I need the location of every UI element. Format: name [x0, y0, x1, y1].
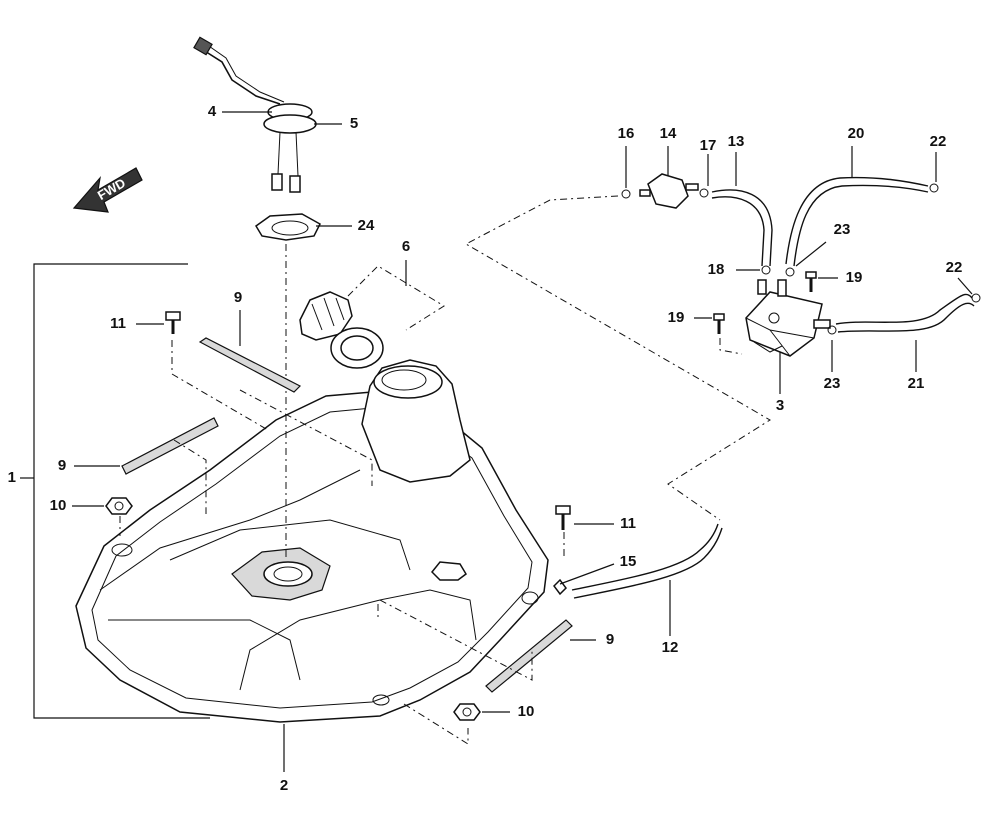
callout-18: 18	[708, 261, 725, 278]
callout-6: 6	[402, 238, 410, 255]
callout-23b: 23	[824, 375, 841, 392]
callout-1: 1	[8, 469, 16, 486]
callout-11b: 11	[620, 515, 636, 532]
callout-13: 13	[728, 133, 745, 150]
callout-9a: 9	[234, 289, 242, 306]
assembly-bracket	[20, 263, 210, 719]
fuel-tank-body	[75, 359, 549, 723]
fwd-arrow-icon: FWD	[72, 167, 143, 213]
callout-labels: 1 2 3 4 5 6 9 9 9 10 10 11 11 12 13 14 1…	[8, 103, 963, 794]
callout-9c: 9	[606, 631, 614, 648]
callout-19a: 19	[668, 309, 685, 326]
callout-15: 15	[620, 553, 637, 570]
callout-24: 24	[358, 217, 375, 234]
callout-12: 12	[662, 639, 679, 656]
fuel-filter-and-hoses	[621, 173, 981, 335]
callout-19b: 19	[846, 269, 863, 286]
fuel-pump	[745, 279, 831, 357]
callout-9b: 9	[58, 457, 66, 474]
callout-2: 2	[280, 777, 288, 794]
fuel-level-sender	[193, 36, 317, 193]
callout-21: 21	[908, 375, 925, 392]
callout-11a: 11	[110, 315, 126, 332]
callout-22b: 22	[946, 259, 963, 276]
callout-4: 4	[208, 103, 217, 120]
breather-hose	[553, 523, 723, 599]
callout-10b: 10	[518, 703, 535, 720]
callout-3: 3	[776, 397, 784, 414]
foam-pads	[121, 337, 573, 693]
bolts-and-nuts	[105, 311, 571, 721]
callout-20: 20	[848, 125, 865, 142]
sender-gasket	[255, 213, 321, 241]
callout-16: 16	[618, 125, 635, 142]
callout-14: 14	[660, 125, 677, 142]
fuel-cap	[299, 291, 384, 369]
leader-lines	[72, 111, 973, 772]
callout-5: 5	[350, 115, 358, 132]
callout-23a: 23	[834, 221, 851, 238]
callout-22a: 22	[930, 133, 947, 150]
callout-17: 17	[700, 137, 717, 154]
assembly-guide-lines	[119, 195, 771, 745]
callout-10a: 10	[50, 497, 67, 514]
